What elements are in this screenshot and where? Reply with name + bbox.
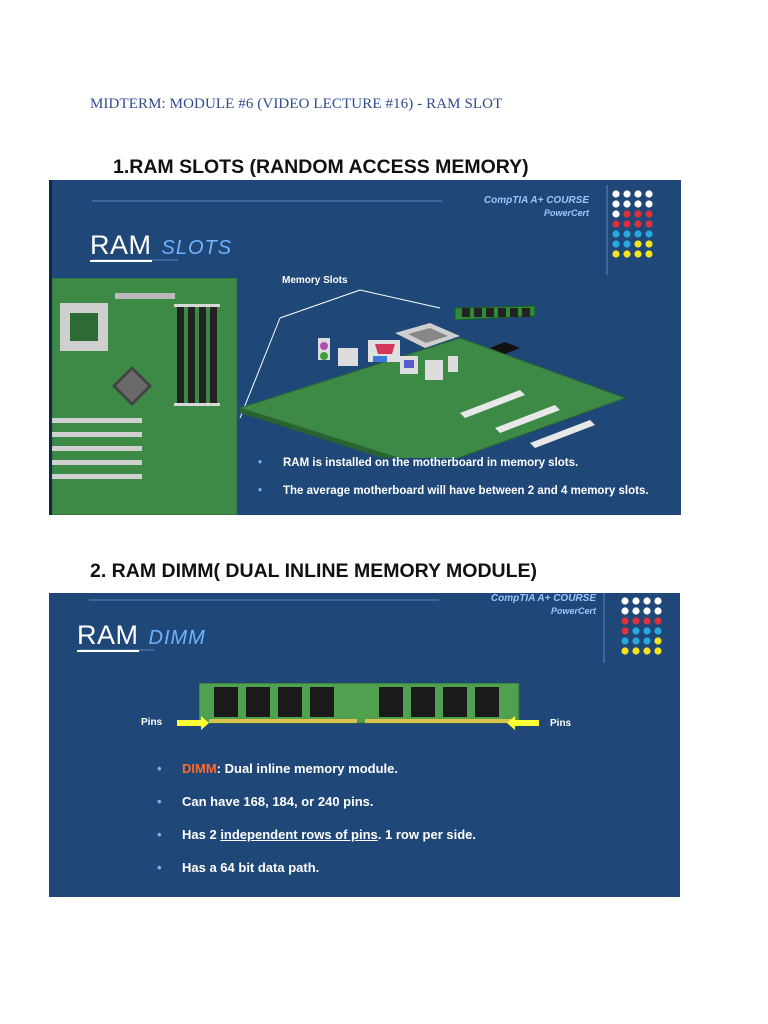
slide-title: RAM DIMM — [77, 620, 206, 652]
brand-line-2: PowerCert — [543, 208, 589, 218]
dimm-keyword: DIMM — [182, 761, 217, 776]
bullet-item: The average motherboard will have betwee… — [258, 484, 658, 498]
slide-brand: CompTIA A+ COURSE PowerCert — [491, 593, 596, 617]
slide-brand: CompTIA A+ COURSE PowerCert — [484, 195, 589, 219]
bullet-item: Has 2 independent rows of pins. 1 row pe… — [157, 827, 637, 843]
bullet-text: Has 2 — [182, 827, 221, 842]
brand-line-2: PowerCert — [550, 606, 596, 616]
brand-line-1: CompTIA A+ COURSE — [483, 195, 589, 206]
bullet-underlined-text: independent rows of pins — [220, 827, 378, 842]
bullet-item: RAM is installed on the motherboard in m… — [258, 456, 658, 470]
dot-grid-icon — [621, 597, 662, 655]
slide-title-sub: DIMM — [148, 627, 206, 649]
pins-label-right: Pins — [550, 718, 572, 729]
motherboard-closeup-illustration — [52, 278, 238, 515]
document-title: MIDTERM: MODULE #6 (VIDEO LECTURE #16) -… — [90, 96, 503, 112]
brand-line-1: CompTIA A+ COURSE — [490, 593, 596, 604]
dot-grid-icon — [612, 190, 653, 258]
section-heading-ram-dimm: 2. RAM DIMM( DUAL INLINE MEMORY MODULE) — [90, 560, 538, 582]
slide-bullets: RAM is installed on the motherboard in m… — [258, 456, 658, 498]
slide-bullets: DIMM: Dual inline memory module. Can hav… — [157, 761, 637, 876]
bullet-item: Can have 168, 184, or 240 pins. — [157, 794, 637, 810]
bullet-item: Has a 64 bit data path. — [157, 860, 637, 876]
slide-title: RAM SLOTS — [90, 230, 233, 262]
slide-ram-dimm: CompTIA A+ COURSE PowerCert RAM DIMM Pins… — [49, 593, 680, 897]
slide-decoration — [79, 593, 605, 663]
slide-ram-slots: CompTIA A+ COURSE PowerCert RAM SLOTS — [49, 180, 681, 515]
slide-decoration — [92, 185, 608, 275]
section-heading-ram-slots: 1.RAM SLOTS (RANDOM ACCESS MEMORY) — [113, 156, 529, 178]
motherboard-perspective-illustration — [238, 289, 627, 458]
slide-title-sub: SLOTS — [161, 237, 233, 259]
pins-arrows — [177, 716, 539, 730]
pins-label-left: Pins — [141, 717, 163, 728]
slide-title-main: RAM — [90, 230, 152, 262]
slide-title-main: RAM — [77, 620, 139, 652]
bullet-item: DIMM: Dual inline memory module. — [157, 761, 637, 777]
bullet-text: : Dual inline memory module. — [216, 761, 398, 776]
dimm-module-illustration — [199, 683, 520, 724]
memory-slots-callout: Memory Slots — [282, 275, 348, 286]
bullet-text: . 1 row per side. — [377, 827, 477, 842]
